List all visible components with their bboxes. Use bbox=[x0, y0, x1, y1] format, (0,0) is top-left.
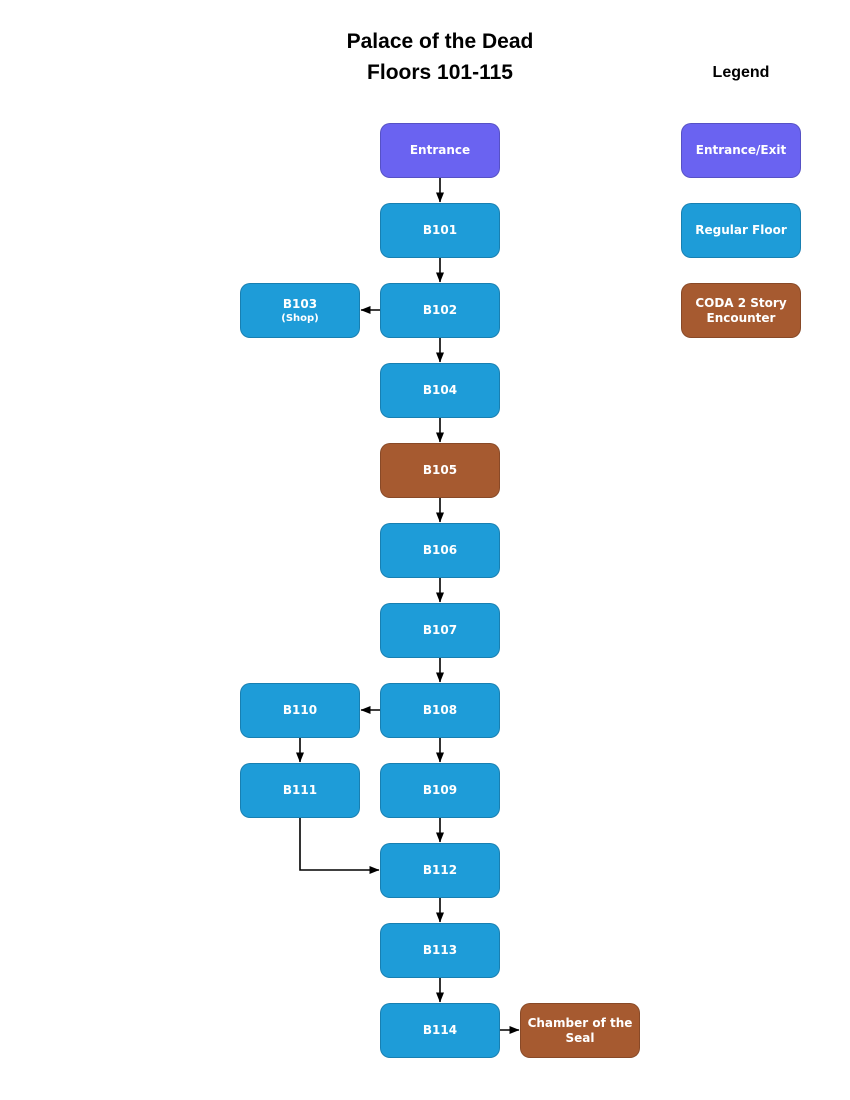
node-b102: B102 bbox=[380, 283, 500, 338]
node-label: B109 bbox=[422, 783, 458, 797]
legend-item-label: CODA 2 Story Encounter bbox=[695, 295, 787, 325]
legend-item-label: Entrance/Exit bbox=[695, 143, 787, 157]
node-b107: B107 bbox=[380, 603, 500, 658]
node-b110: B110 bbox=[240, 683, 360, 738]
node-label: Chamber of the Seal bbox=[527, 1015, 633, 1045]
legend-item-coda-encounter: CODA 2 Story Encounter bbox=[681, 283, 801, 338]
legend-item-regular-floor: Regular Floor bbox=[681, 203, 801, 258]
node-label: B111 bbox=[282, 783, 318, 797]
node-b111: B111 bbox=[240, 763, 360, 818]
node-label: B107 bbox=[422, 623, 458, 637]
node-b106: B106 bbox=[380, 523, 500, 578]
legend-item-label: Regular Floor bbox=[695, 223, 787, 237]
node-label: B110 bbox=[282, 703, 318, 717]
node-label: B114 bbox=[422, 1023, 458, 1037]
node-b105: B105 bbox=[380, 443, 500, 498]
node-b114: B114 bbox=[380, 1003, 500, 1058]
node-b108: B108 bbox=[380, 683, 500, 738]
diagram-title: Palace of the Dead Floors 101-115 bbox=[280, 26, 600, 88]
node-sublabel: (Shop) bbox=[281, 312, 319, 324]
node-b104: B104 bbox=[380, 363, 500, 418]
legend-title: Legend bbox=[712, 64, 770, 81]
diagram-title-line2: Floors 101-115 bbox=[367, 61, 513, 84]
node-b112: B112 bbox=[380, 843, 500, 898]
diagram-title-line1: Palace of the Dead bbox=[346, 30, 534, 53]
node-label: B112 bbox=[422, 863, 458, 877]
node-label: B108 bbox=[422, 703, 458, 717]
node-label: B104 bbox=[422, 383, 458, 397]
node-b113: B113 bbox=[380, 923, 500, 978]
node-label: Entrance bbox=[409, 143, 471, 157]
node-entrance: Entrance bbox=[380, 123, 500, 178]
node-chamber-of-the-seal: Chamber of the Seal bbox=[520, 1003, 640, 1058]
node-label: B101 bbox=[422, 223, 458, 237]
node-label: B106 bbox=[422, 543, 458, 557]
legend-item-entrance-exit: Entrance/Exit bbox=[681, 123, 801, 178]
node-b109: B109 bbox=[380, 763, 500, 818]
node-label: B105 bbox=[422, 463, 458, 477]
edge-b111-to-b112 bbox=[299, 818, 380, 874]
node-b101: B101 bbox=[380, 203, 500, 258]
node-b103: B103 (Shop) bbox=[240, 283, 360, 338]
node-label: B103 bbox=[282, 296, 318, 311]
node-label: B102 bbox=[422, 303, 458, 317]
node-label: B113 bbox=[422, 943, 458, 957]
